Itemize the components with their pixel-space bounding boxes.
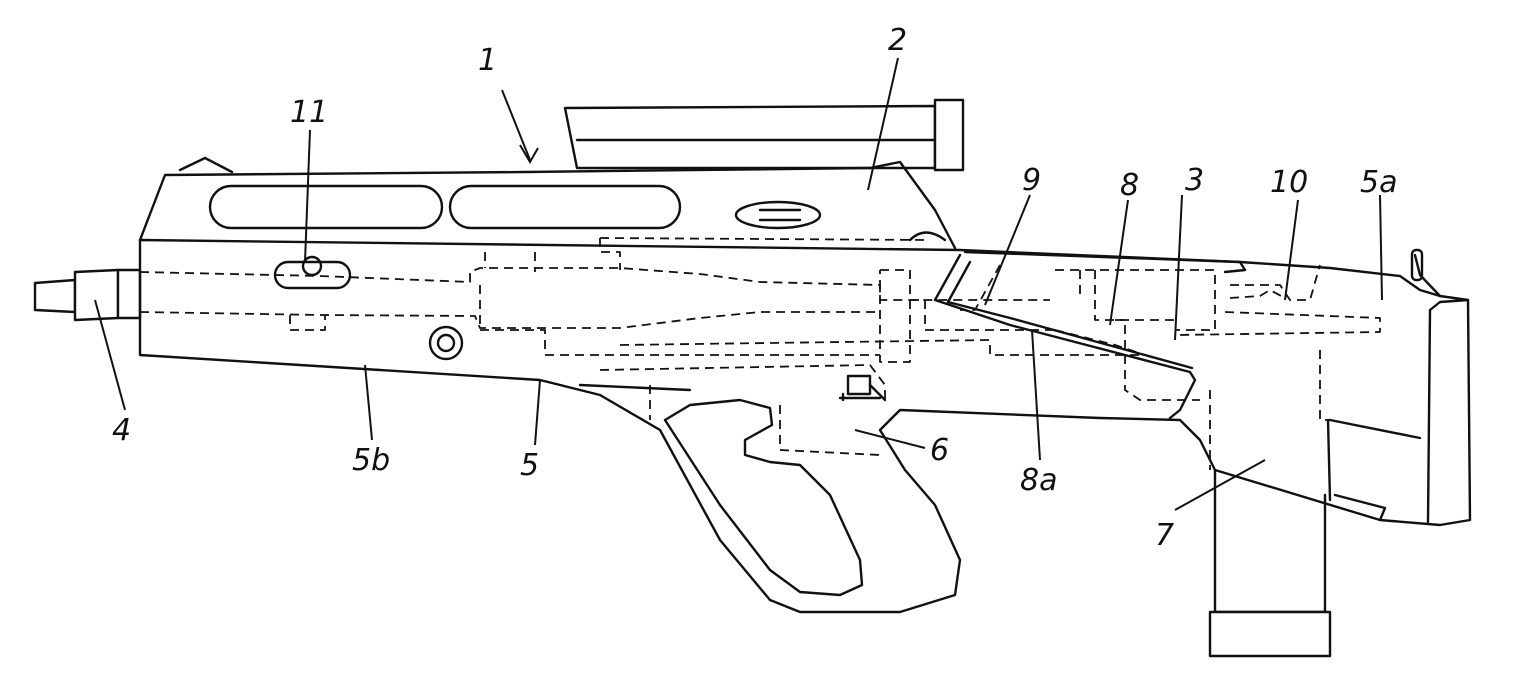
magazine	[1208, 468, 1332, 658]
label-7: 7	[1155, 518, 1174, 553]
muzzle	[33, 268, 142, 322]
scope	[563, 98, 965, 172]
leader-lines	[94, 57, 1383, 511]
label-8: 8	[1120, 168, 1139, 203]
label-2: 2	[888, 23, 907, 58]
label-5: 5	[520, 448, 539, 483]
internal-parts	[139, 237, 1381, 470]
label-10: 10	[1270, 165, 1308, 200]
label-4: 4	[112, 413, 131, 448]
label-9: 9	[1022, 163, 1041, 198]
upper-receiver	[138, 156, 957, 250]
label-5a: 5a	[1360, 165, 1397, 200]
pistol-grip	[663, 398, 864, 597]
housing	[138, 238, 1472, 614]
bolt-carrier	[933, 250, 1247, 420]
sling-swivel	[273, 255, 464, 361]
label-3: 3	[1185, 163, 1204, 198]
label-1: 1	[478, 43, 497, 78]
label-5b: 5b	[352, 443, 390, 478]
label-6: 6	[930, 433, 949, 468]
label-11: 11	[290, 95, 328, 130]
label-8a: 8a	[1020, 463, 1057, 498]
trigger-mechanism	[838, 374, 887, 402]
reference-labels: 1 2 3 4 5 5a 5b 6 7 8 8a 9 10 11	[112, 23, 1397, 553]
